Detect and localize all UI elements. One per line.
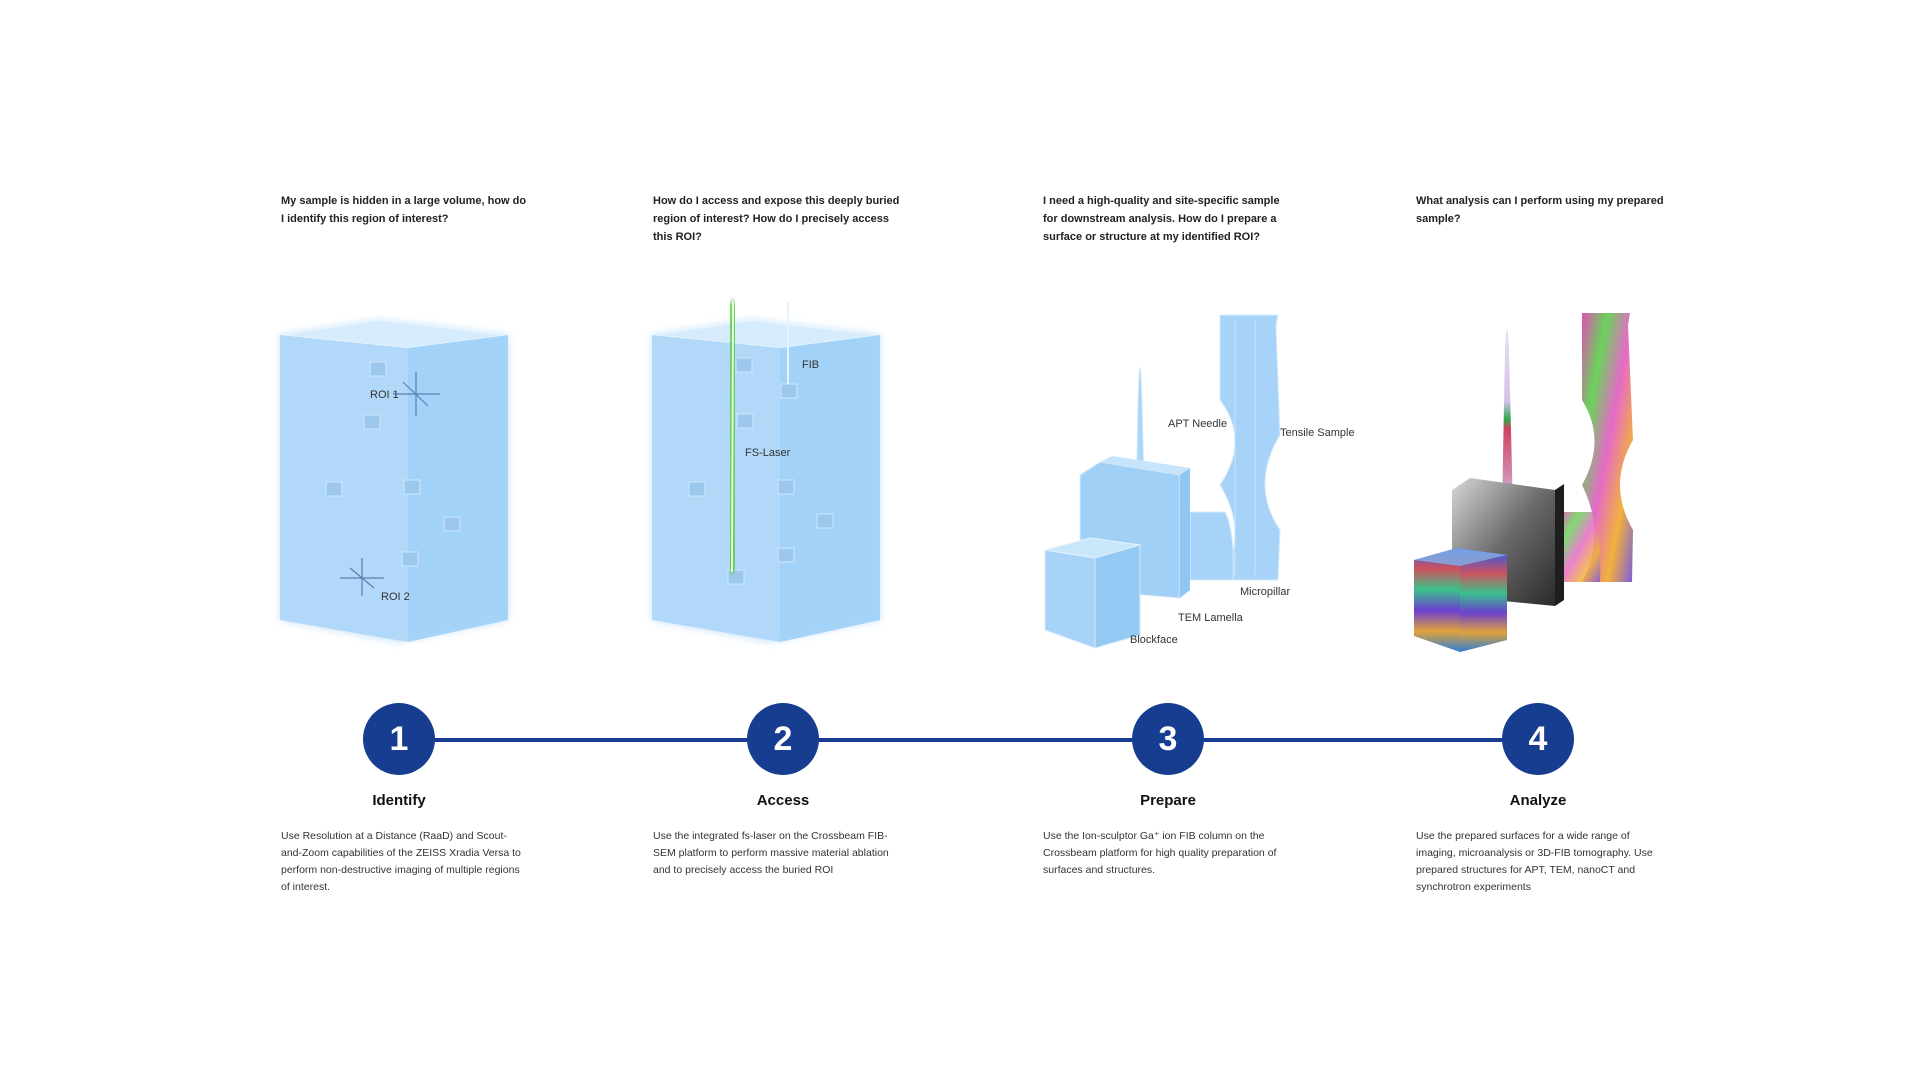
analysis-results-graphic xyxy=(1414,313,1633,652)
roi2-label: ROI 2 xyxy=(381,591,410,603)
roi1-label: ROI 1 xyxy=(370,389,399,401)
fs-laser-label: FS-Laser xyxy=(745,447,791,459)
step-4-badge: 4 xyxy=(1502,703,1574,775)
step-3-description: Use the Ion-sculptor Ga⁺ ion FIB column … xyxy=(1043,830,1277,876)
step-2-title: Access xyxy=(756,792,810,809)
step-4-description: Use the prepared surfaces for a wide ran… xyxy=(1416,830,1653,893)
illustration-access: FIB FS-Laser xyxy=(640,290,940,670)
step-1-description: Use Resolution at a Distance (RaaD) and … xyxy=(281,830,521,893)
laser-fib-volume-graphic: FIB FS-Laser xyxy=(651,301,881,642)
tensile-sample-label: Tensile Sample xyxy=(1280,427,1355,439)
question-analyze: What analysis can I perform using my pre… xyxy=(1416,195,1664,225)
timeline-line xyxy=(398,738,1528,742)
micropillar-label: Micropillar xyxy=(1240,586,1290,598)
question-prepare: I need a high-quality and site-specific … xyxy=(1043,195,1280,243)
illustration-prepare: APT Needle Tensile Sample Micropillar TE… xyxy=(1040,290,1360,670)
fib-label: FIB xyxy=(802,359,819,371)
question-access: How do I access and expose this deeply b… xyxy=(653,195,900,243)
illustration-identify: ROI 1 ROI 2 xyxy=(268,290,568,670)
sample-volume-graphic: ROI 1 ROI 2 xyxy=(279,319,509,642)
question-identify: My sample is hidden in a large volume, h… xyxy=(281,195,527,225)
blockface-label: Blockface xyxy=(1130,634,1178,646)
step-3-badge: 3 xyxy=(1132,703,1204,775)
step-1-title: Identify xyxy=(372,792,426,809)
illustration-analyze xyxy=(1412,290,1712,670)
step-2-badge: 2 xyxy=(747,703,819,775)
sample-geometries-graphic: APT Needle Tensile Sample Micropillar TE… xyxy=(1044,314,1355,649)
apt-needle-label: APT Needle xyxy=(1168,418,1227,430)
tem-lamella-label: TEM Lamella xyxy=(1178,612,1244,624)
step-1-badge: 1 xyxy=(363,703,435,775)
step-4-title: Analyze xyxy=(1509,792,1567,809)
step-3-title: Prepare xyxy=(1140,792,1196,809)
step-2-description: Use the integrated fs-laser on the Cross… xyxy=(653,830,889,876)
